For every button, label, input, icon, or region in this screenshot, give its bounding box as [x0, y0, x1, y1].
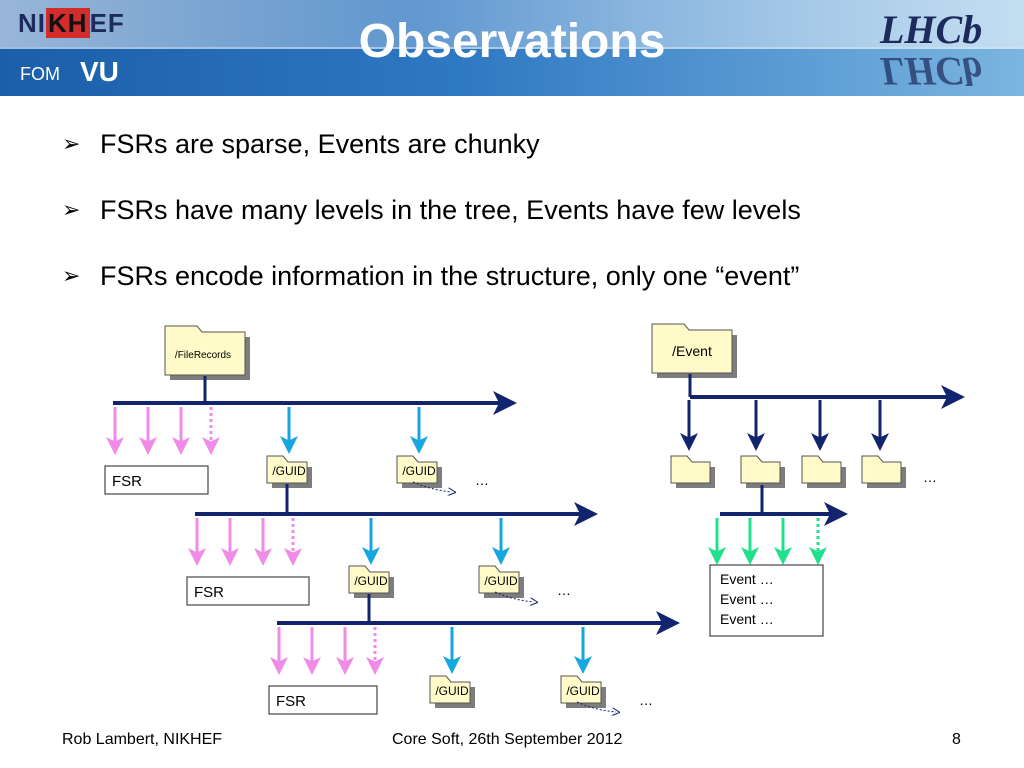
bullet-list: ➢ FSRs are sparse, Events are chunky ➢ FSR… [62, 122, 801, 320]
event-subfolder-icon [801, 455, 842, 484]
guid-folder-label: /GUID [566, 684, 600, 698]
guid-folder-icon [396, 455, 438, 484]
footer-author: Rob Lambert, NIKHEF [62, 731, 223, 748]
slide-header: NIKHEF FOM VU LHCb LHCb Observations [0, 0, 1024, 96]
fsr-box [104, 465, 209, 495]
event-subfolder-icon [740, 455, 781, 484]
guid-folder-icon [478, 565, 520, 594]
guid-folder-label: /GUID [272, 464, 306, 478]
bullet-text: FSRs have many levels in the tree, Event… [100, 195, 801, 225]
guid-folder-icon [560, 675, 602, 704]
guid-folder-label: /GUID [435, 684, 469, 698]
more-levels-dashed-arrow [494, 591, 534, 602]
guid-folder-label: /GUID [354, 574, 388, 588]
event-subfolder-icon [670, 455, 711, 484]
event-folder-icon [651, 323, 733, 374]
header-highlight-band [0, 0, 1024, 47]
guid-folder-label: /GUID [484, 574, 518, 588]
guid-ellipsis: … [475, 472, 489, 488]
slide-title: Observations [358, 15, 666, 68]
footer-event: Core Soft, 26th September 2012 [392, 731, 623, 748]
bullet-item: ➢ FSRs have many levels in the tree, Even… [62, 188, 801, 254]
header-divider-line [0, 47, 1024, 49]
fom-logo: FOM [20, 64, 60, 84]
event-ellipsis: … [923, 469, 937, 485]
bullet-item: ➢ FSRs encode information in the structur… [62, 254, 801, 320]
footer-page-number: 8 [952, 731, 961, 748]
vu-logo: VU [80, 56, 119, 87]
filerecords-folder-label: /FileRecords [175, 350, 231, 361]
guid-folder-icon [429, 675, 471, 704]
bullet-text: FSRs are sparse, Events are chunky [100, 129, 540, 159]
event-folder-label: /Event [672, 343, 712, 359]
guid-ellipsis: … [557, 582, 571, 598]
event-list-box [709, 564, 824, 637]
more-levels-dashed-arrow [412, 481, 452, 492]
filerecords-folder-icon [164, 325, 246, 376]
event-list-item: Event … [720, 611, 774, 627]
guid-folder-icon [266, 455, 308, 484]
bullet-item: ➢ FSRs are sparse, Events are chunky [62, 122, 801, 188]
bullet-arrow-icon: ➢ [62, 197, 81, 222]
event-subfolder-icon [861, 455, 902, 484]
fsr-box-label: FSR [194, 584, 224, 601]
event-list-item: Event … [720, 591, 774, 607]
fsr-box-label: FSR [276, 693, 306, 710]
event-list-item: Event … [720, 571, 774, 587]
fsr-box-label: FSR [112, 473, 142, 490]
guid-ellipsis: … [639, 692, 653, 708]
more-levels-dashed-arrow [576, 701, 616, 712]
fsr-box [186, 576, 310, 606]
guid-folder-icon [348, 565, 390, 594]
bullet-arrow-icon: ➢ [62, 131, 81, 156]
fsr-box [268, 685, 378, 715]
bullet-text: FSRs encode information in the structure… [100, 261, 800, 291]
guid-folder-label: /GUID [402, 464, 436, 478]
lhcb-logo: LHCb [880, 7, 983, 52]
nikhef-logo: NIKHEF [18, 8, 125, 38]
bullet-arrow-icon: ➢ [62, 263, 81, 288]
